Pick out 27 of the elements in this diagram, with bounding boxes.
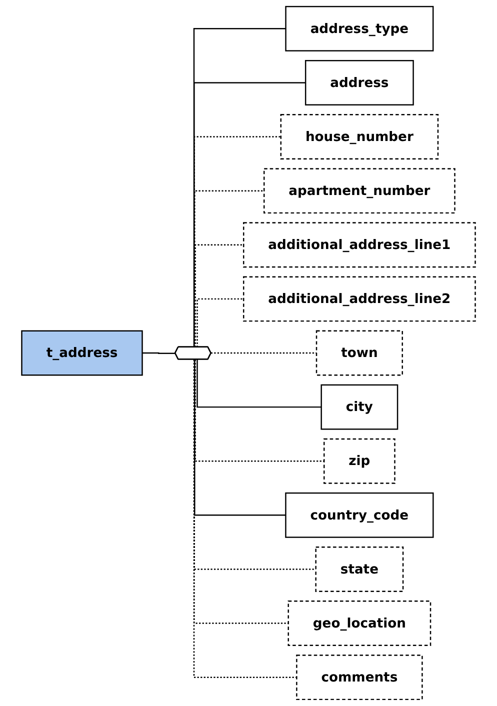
connector	[193, 360, 297, 678]
node-box: city	[320, 384, 398, 430]
node-box: country_code	[285, 492, 434, 538]
connector	[194, 360, 288, 624]
node-box: address_type	[285, 6, 434, 52]
connector	[196, 360, 322, 408]
connector	[193, 28, 286, 348]
connector	[194, 190, 264, 348]
node-box: additional_address_line1	[243, 222, 476, 268]
connector	[194, 360, 286, 516]
connector	[194, 136, 281, 348]
connector	[210, 352, 316, 354]
connector	[194, 360, 324, 462]
node-box: geo_location	[288, 600, 432, 646]
node-box: apartment_number	[263, 168, 456, 214]
connector	[194, 82, 306, 348]
node-box: town	[316, 330, 403, 376]
node-box: state	[315, 546, 404, 592]
node-box: address	[304, 60, 414, 106]
node-box: additional_address_line2	[243, 276, 476, 322]
node-box: comments	[296, 654, 423, 700]
connector	[194, 244, 244, 348]
connector	[194, 360, 316, 570]
node-box: house_number	[280, 114, 439, 160]
node-box: zip	[324, 438, 396, 484]
connector	[142, 352, 176, 354]
node-box: t_address	[21, 330, 143, 376]
